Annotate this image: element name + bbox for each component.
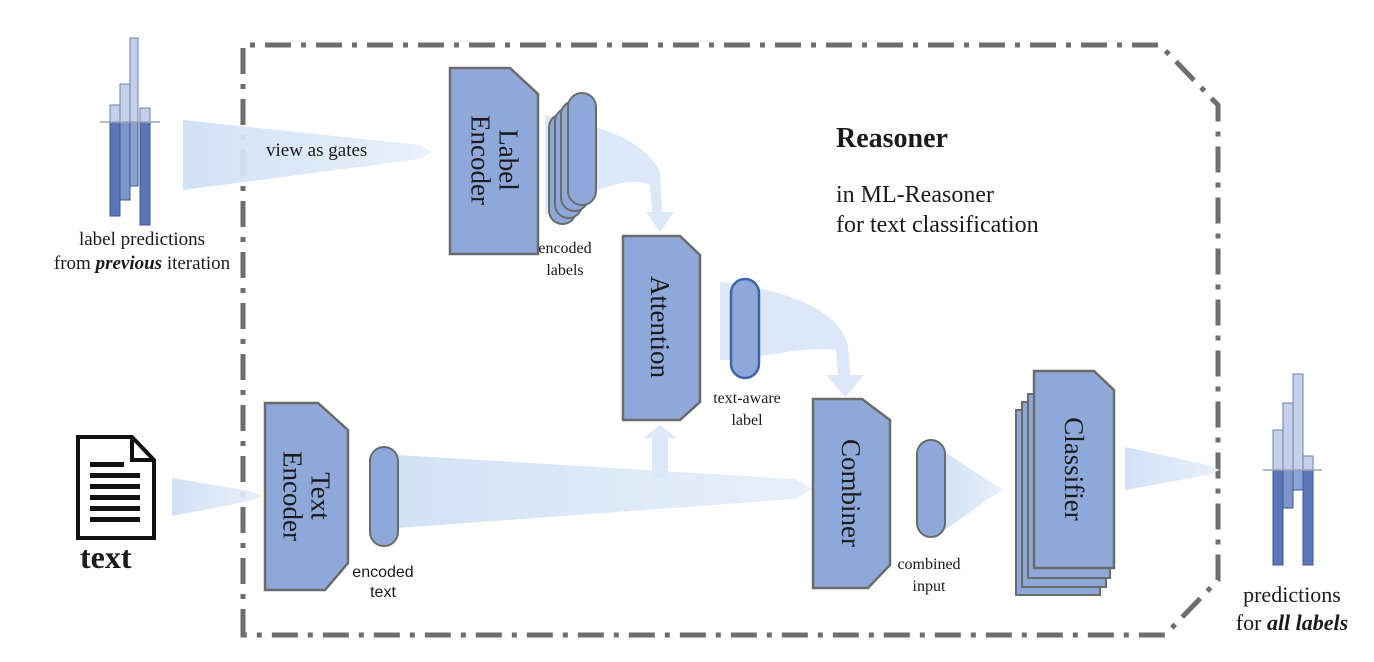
document-icon bbox=[76, 435, 156, 540]
flow-text-to-encoder bbox=[172, 478, 262, 516]
encoded-text-pill bbox=[369, 446, 399, 547]
text-encoder-block bbox=[263, 401, 350, 592]
flow-classifier-to-predictions bbox=[1125, 447, 1220, 490]
flow-combined-to-classifier bbox=[945, 452, 1004, 530]
output-predictions-bars-icon bbox=[1263, 373, 1322, 566]
encoded-labels-pills bbox=[548, 92, 597, 225]
text-aware-label-pill bbox=[729, 277, 761, 380]
view-as-gates-label: view as gates bbox=[266, 140, 368, 161]
attention-label: Attention bbox=[645, 276, 676, 378]
classifier-block bbox=[1032, 369, 1116, 570]
flow-view-as-gates bbox=[183, 120, 432, 190]
combiner-label: Combiner bbox=[836, 439, 867, 547]
previous-predictions-bars-icon bbox=[100, 37, 160, 226]
label-encoder-block bbox=[448, 66, 540, 256]
flow-branch-to-attention bbox=[644, 425, 676, 478]
classifier-label: Classifier bbox=[1059, 417, 1090, 521]
text-input-label: text bbox=[80, 539, 132, 575]
combined-input-pill bbox=[916, 439, 946, 538]
classifier-stack bbox=[1015, 369, 1116, 596]
reasoner-title: Reasoner bbox=[836, 123, 948, 154]
reasoner-boundary bbox=[240, 42, 1221, 638]
combiner-block bbox=[811, 397, 892, 590]
previous-predictions-label: label predictions from previous iteratio… bbox=[53, 229, 231, 274]
output-predictions-label: predictions for all labels bbox=[1235, 582, 1349, 635]
attention-block bbox=[621, 234, 702, 422]
flow-encoded-text-to-combiner bbox=[398, 455, 812, 528]
